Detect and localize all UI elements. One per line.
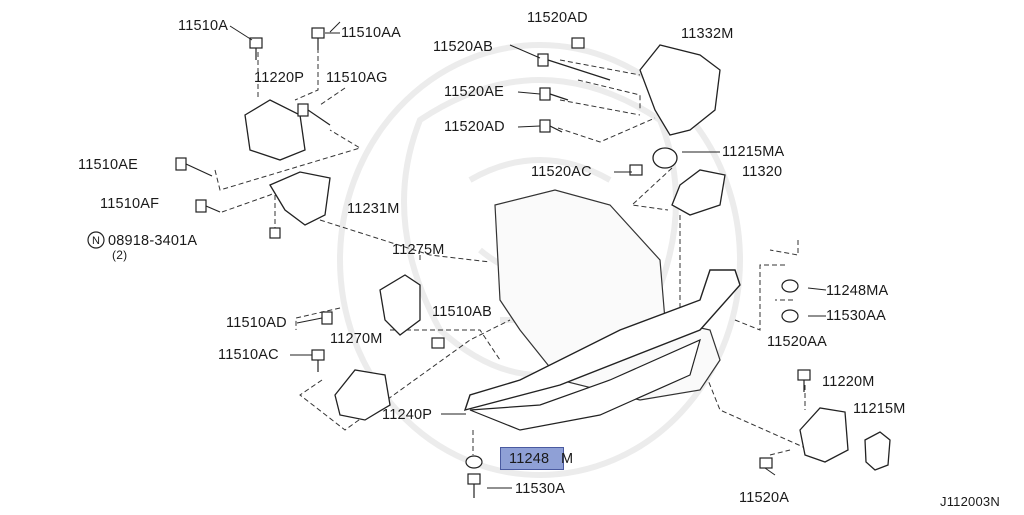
label-11248m-number[interactable]: 11248: [509, 451, 550, 467]
label-11520ac[interactable]: 11520AC: [531, 164, 592, 180]
label-11510ac[interactable]: 11510AC: [218, 347, 279, 363]
label-11530aa[interactable]: 11530AA: [826, 308, 886, 324]
n-circle-icon: [87, 231, 105, 249]
label-11215m[interactable]: 11215M: [853, 401, 906, 417]
catalog-code: J112003N: [940, 494, 1000, 509]
label-08918-n: N: [92, 235, 101, 247]
washer-11215ma: [652, 147, 678, 169]
label-11520ab[interactable]: 11520AB: [433, 39, 493, 55]
label-11520a[interactable]: 11520A: [739, 490, 790, 506]
label-11215ma[interactable]: 11215MA: [722, 144, 785, 160]
label-08918-qty: (2): [112, 248, 128, 262]
label-11248m-suffix[interactable]: M: [561, 451, 574, 467]
label-11320[interactable]: 11320: [742, 164, 783, 180]
insulator-11220p: [244, 99, 306, 161]
label-11510a[interactable]: 11510A: [178, 18, 229, 34]
label-11248ma[interactable]: 11248MA: [826, 283, 889, 299]
front-member: [463, 269, 741, 412]
label-leaders: [229, 21, 827, 489]
label-11510aa[interactable]: 11510AA: [341, 25, 401, 41]
label-11510ab[interactable]: 11510AB: [432, 304, 492, 320]
bracket-11231m: [269, 171, 331, 226]
bracket-11215m: [864, 431, 891, 471]
label-11275m[interactable]: 11275M: [392, 242, 445, 258]
label-11530a[interactable]: 11530A: [515, 481, 566, 497]
member-lower-plate: [469, 338, 701, 431]
label-11270m[interactable]: 11270M: [330, 331, 383, 347]
label-11510af[interactable]: 11510AF: [100, 196, 160, 212]
label-11510ae[interactable]: 11510AE: [78, 157, 138, 173]
label-11520ad-top[interactable]: 11520AD: [527, 10, 588, 26]
bracket-11275m: [379, 274, 421, 336]
label-11220m[interactable]: 11220M: [822, 374, 875, 390]
bolts: [175, 27, 811, 498]
insulator-11220m: [799, 407, 849, 463]
label-11231m[interactable]: 11231M: [347, 201, 400, 217]
highlighted-part-box[interactable]: [500, 447, 564, 470]
label-11240p[interactable]: 11240P: [382, 407, 433, 423]
label-11520aa[interactable]: 11520AA: [767, 334, 827, 350]
leader-lines: [214, 40, 811, 456]
engine-block: [494, 189, 721, 401]
label-11220p[interactable]: 11220P: [254, 70, 305, 86]
label-11510ag[interactable]: 11510AG: [326, 70, 388, 86]
label-11332m[interactable]: 11332M: [681, 26, 734, 42]
label-11520ae[interactable]: 11520AE: [444, 84, 504, 100]
label-11520ad-mid[interactable]: 11520AD: [444, 119, 505, 135]
bracket-11332m: [639, 44, 721, 136]
insulator-11320: [671, 169, 726, 216]
label-08918-3401a[interactable]: 08918-3401A: [108, 233, 198, 249]
insulator-11270m: [334, 369, 391, 421]
label-11510ad[interactable]: 11510AD: [226, 315, 287, 331]
